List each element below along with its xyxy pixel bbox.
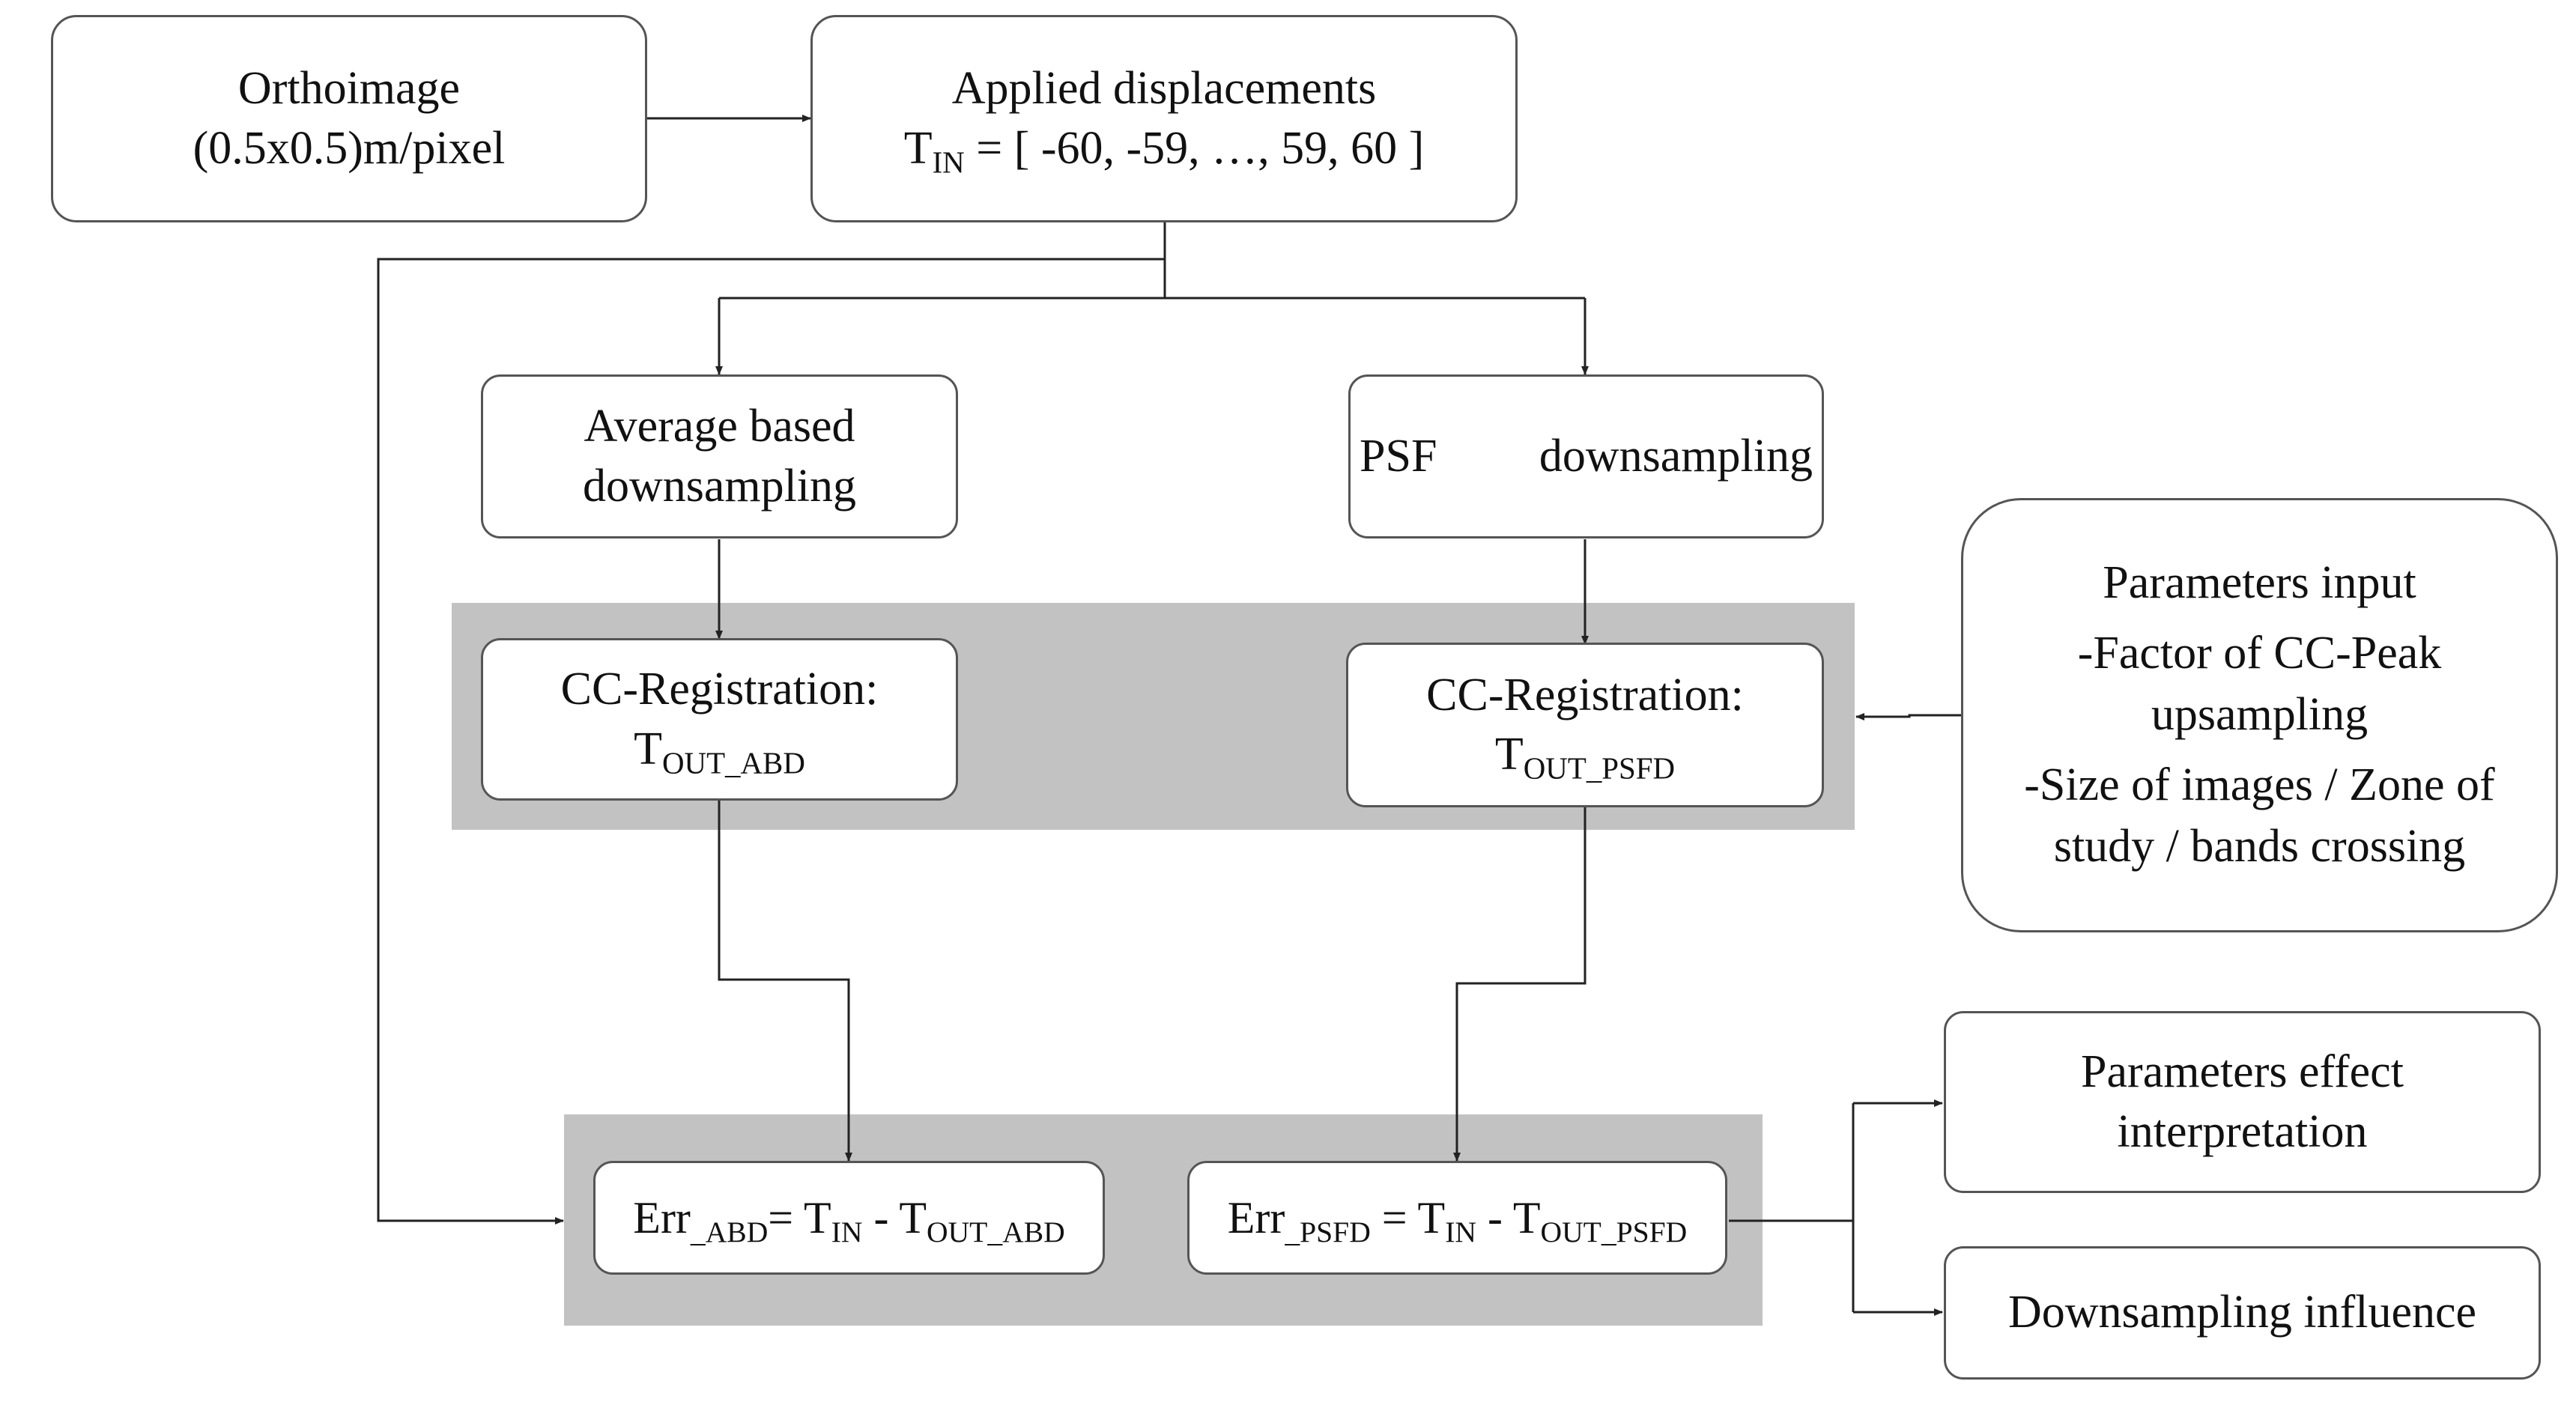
orthoimage-title: Orthoimage	[237, 63, 461, 115]
orthoimage-resolution: (0.5x0.5)m/pixel	[193, 122, 506, 174]
parameters-input-title: Parameters input	[2103, 557, 2416, 609]
error-abd-box: Err_ABD= TIN - TOUT_ABD	[593, 1161, 1105, 1275]
downsampling-influence-label: Downsampling influence	[2007, 1287, 2477, 1338]
error-abd-formula: Err_ABD= TIN - TOUT_ABD	[633, 1192, 1065, 1248]
cc-registration-psfd-title: CC-Registration:	[1426, 669, 1744, 720]
arrow-cc-psfd-to-err-psfd	[1453, 807, 1586, 1162]
parameters-input-box: Parameters input -Factor of CC-Peak upsa…	[1961, 498, 2558, 932]
error-psfd-box: Err_PSFD = TIN - TOUT_PSFD	[1187, 1161, 1727, 1275]
arrow-displacements-to-err-abd	[377, 258, 1165, 1225]
applied-displacements-range: TIN = [ -60, -59, …, 59, 60 ]	[903, 122, 1425, 179]
cc-registration-abd-box: CC-Registration: TOUT_ABD	[481, 638, 958, 801]
orthoimage-box: Orthoimage (0.5x0.5)m/pixel	[51, 15, 647, 222]
parameters-input-item2-line1: -Size of images / Zone of	[2024, 759, 2495, 810]
arrow-cc-abd-to-err-abd	[718, 800, 852, 1162]
cc-registration-abd-title: CC-Registration:	[560, 664, 879, 715]
cc-registration-psfd-box: CC-Registration: TOUT_PSFD	[1346, 643, 1824, 807]
parameters-effect-box: Parameters effect interpretation	[1944, 1011, 2541, 1193]
cc-registration-abd-output: TOUT_ABD	[634, 723, 805, 780]
average-downsampling-line2: downsampling	[582, 460, 857, 512]
parameters-effect-line2: interpretation	[2117, 1105, 2368, 1157]
average-downsampling-line1: Average based	[584, 401, 855, 452]
parameters-effect-line1: Parameters effect	[2081, 1046, 2404, 1098]
psf-downsampling-word1: PSF	[1360, 430, 1437, 482]
applied-displacements-box: Applied displacements TIN = [ -60, -59, …	[810, 15, 1518, 222]
applied-displacements-title: Applied displacements	[951, 63, 1377, 115]
error-psfd-formula: Err_PSFD = TIN - TOUT_PSFD	[1227, 1192, 1688, 1248]
average-downsampling-box: Average based downsampling	[481, 374, 958, 538]
downsampling-influence-box: Downsampling influence	[1944, 1246, 2541, 1380]
parameters-input-item1-line1: -Factor of CC-Peak	[2077, 628, 2442, 679]
parameters-input-item1-line2: upsampling	[2151, 689, 2369, 741]
psf-downsampling-box: PSF downsampling	[1348, 374, 1824, 538]
psf-downsampling-word2: downsampling	[1539, 430, 1813, 482]
arrow-params-to-cc-psfd	[1855, 713, 1961, 720]
parameters-input-item2-line2: study / bands crossing	[2053, 820, 2466, 872]
cc-registration-psfd-output: TOUT_PSFD	[1494, 729, 1676, 786]
